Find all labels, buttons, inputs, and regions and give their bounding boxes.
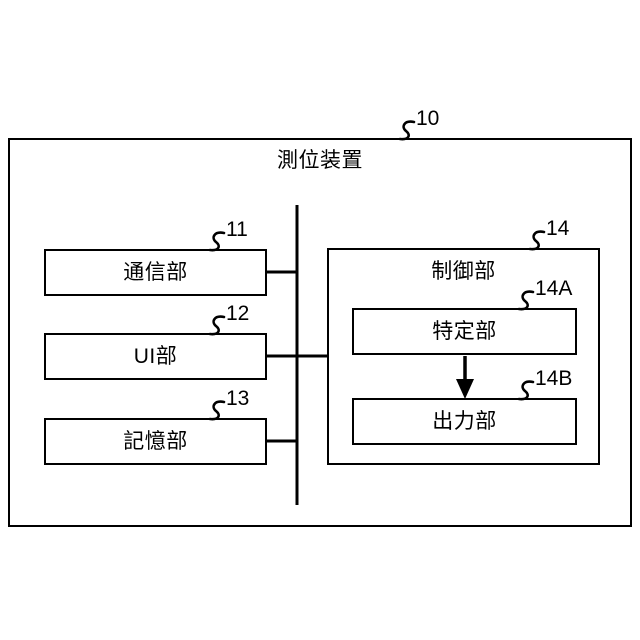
storage-unit-box: 記憶部 [44, 418, 267, 465]
identification-unit-box: 特定部 [352, 308, 577, 355]
control-unit-label: 制御部 [431, 260, 496, 283]
positioning-device-box [8, 138, 632, 527]
storage-unit-label: 記憶部 [123, 430, 188, 453]
communication-unit-label: 通信部 [123, 261, 188, 284]
control-unit-box [327, 248, 600, 465]
ref-14b: 14B [535, 367, 573, 390]
flow-arrow-head [456, 379, 474, 399]
positioning-device-title: 測位装置 [277, 149, 363, 172]
ref-13: 13 [226, 387, 250, 410]
identification-unit-label: 特定部 [432, 320, 497, 343]
ui-unit-label: UI部 [133, 345, 178, 368]
ref-10: 10 [416, 107, 440, 130]
leader-10 [398, 120, 416, 141]
communication-unit-box: 通信部 [44, 249, 267, 296]
output-unit-box: 出力部 [352, 398, 577, 445]
ref-14: 14 [546, 217, 570, 240]
ref-11: 11 [226, 218, 248, 241]
ui-unit-box: UI部 [44, 333, 267, 380]
output-unit-label: 出力部 [432, 410, 497, 433]
ref-12: 12 [226, 302, 250, 325]
ref-14a: 14A [535, 277, 573, 300]
